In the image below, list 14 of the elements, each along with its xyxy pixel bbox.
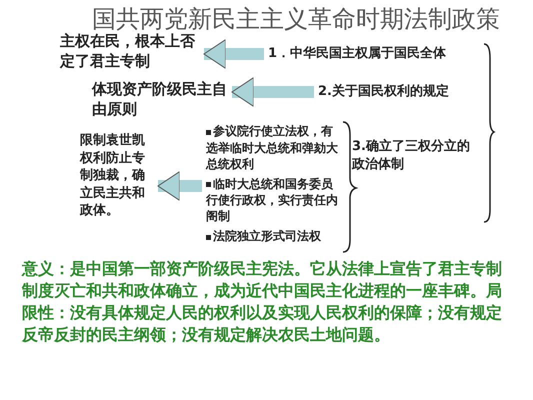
bullet-item: 临时大总统和国务委员行使行政权，实行责任内阁制 [206, 176, 339, 224]
node-text: 体现资产阶级民主自由原则 [92, 78, 228, 120]
bullet-item: 参议院行使立法权，有选举临时大总统和弹劾大总统权利 [206, 123, 339, 172]
node-text: 限制袁世凯权利防止专制独裁，确立民主共和政体。 [80, 132, 146, 220]
block-arrow [232, 77, 314, 107]
node-text: 3.确立了三权分立的政治体制 [352, 138, 471, 174]
title: 国共两党新民主主义革命时期法制政策 [92, 4, 500, 33]
node-text: 主权在民，根本上否定了君主专制 [60, 31, 196, 72]
block-arrow [204, 39, 264, 69]
node-text: 1．中华民国主权属于国民全体 [268, 45, 448, 63]
bullet-item: 法院独立形式司法权 [206, 228, 340, 245]
block-arrow [158, 171, 202, 201]
note-paragraph: 意义：是中国第一部资产阶级民主宪法。它从法律上宣告了君主专制制度灭亡和共和政体确立，成为近代中国民主化进程的一座丰碑。局限性：没有具体规定人民的权利以及实现人民权利的保障；没有规定反帝反封的民主纲领；没有规定解决农民土地问题。 [22, 258, 503, 346]
node-text: 2.关于国民权利的规定 [318, 83, 450, 101]
